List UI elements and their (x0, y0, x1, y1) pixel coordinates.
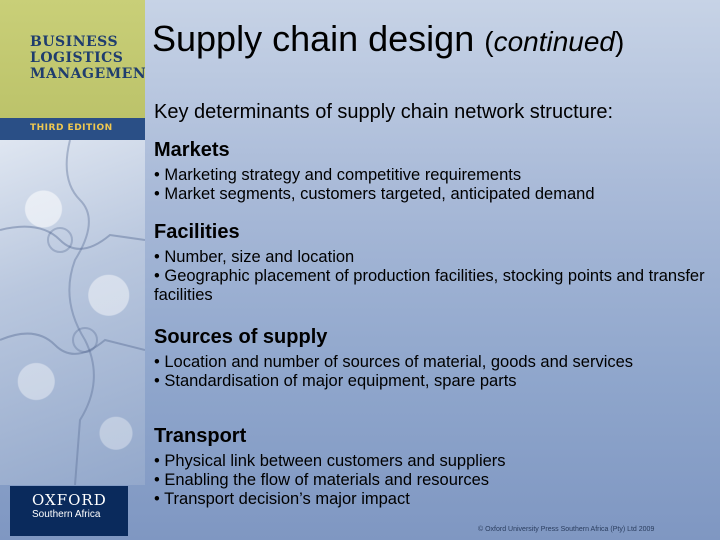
section-heading: Sources of supply (154, 326, 328, 348)
edition-band: THIRD EDITION (0, 118, 145, 140)
cover-title-line2: LOGISTICS (30, 50, 124, 66)
bullet-item: • Location and number of sources of mate… (154, 353, 634, 371)
bullet-item: • Standardisation of major equipment, sp… (154, 372, 517, 390)
title-paren-close: ) (615, 26, 625, 57)
bullet-item: • Market segments, customers targeted, a… (154, 185, 595, 203)
slide-body: Key determinants of supply chain network… (154, 100, 714, 508)
cover-title-line1: BUSINESS (30, 34, 119, 50)
title-paren-open: ( (484, 26, 494, 57)
oxford-logo: OXFORD Southern Africa (10, 486, 128, 536)
puzzle-pieces-graphic (0, 140, 145, 485)
bullet-item: • Number, size and location (154, 248, 355, 266)
oxford-wordmark: OXFORD (32, 491, 107, 509)
book-cover-sidebar: BUSINESS LOGISTICS MANAGEMENT THIRD EDIT… (0, 0, 145, 540)
bullet-item: • Physical link between customers and su… (154, 452, 506, 470)
bullet-item: • Geographic placement of production fac… (154, 267, 705, 304)
section-transport: Transport • Physical link between custom… (154, 424, 506, 509)
oxford-region: Southern Africa (32, 509, 101, 520)
edition-label: THIRD EDITION (30, 123, 113, 133)
intro-text: Key determinants of supply chain network… (154, 101, 614, 123)
cover-title-line3: MANAGEMENT (30, 66, 145, 82)
cover-title-block: BUSINESS LOGISTICS MANAGEMENT (0, 0, 145, 118)
title-continued: continued (493, 26, 615, 57)
section-heading: Transport (154, 425, 247, 447)
section-markets: Markets • Marketing strategy and competi… (154, 138, 595, 204)
section-facilities: Facilities • Number, size and location •… (154, 220, 714, 305)
puzzle-image (0, 140, 145, 485)
title-main: Supply chain design (152, 18, 485, 59)
bullet-item: • Marketing strategy and competitive req… (154, 166, 522, 184)
section-heading: Markets (154, 139, 230, 161)
section-heading: Facilities (154, 221, 240, 243)
bullet-item: • Enabling the flow of materials and res… (154, 471, 490, 489)
bullet-item: • Transport decision’s major impact (154, 490, 410, 508)
slide-title: Supply chain design (continued) (152, 18, 712, 60)
copyright-notice: © Oxford University Press Southern Afric… (478, 526, 655, 533)
section-sources-of-supply: Sources of supply • Location and number … (154, 325, 633, 391)
